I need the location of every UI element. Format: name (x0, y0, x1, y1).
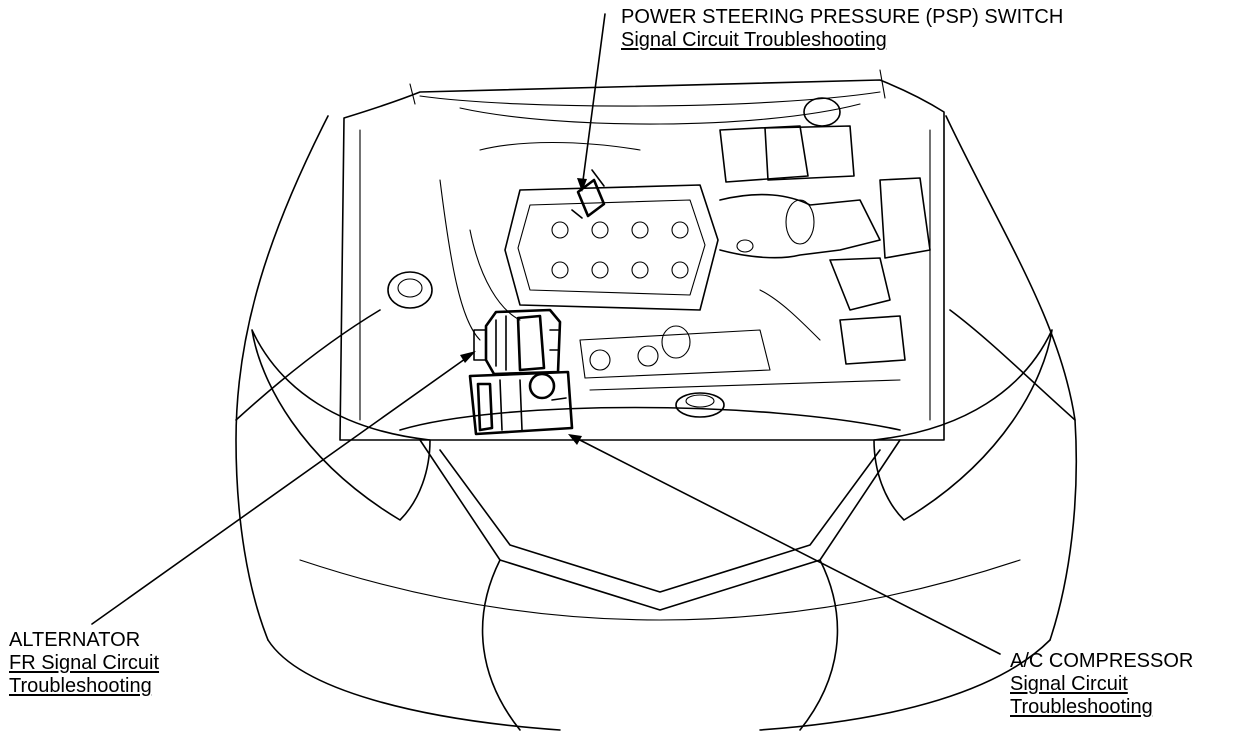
ac-compressor-link-line2[interactable]: Troubleshooting (1010, 696, 1153, 718)
ac-leader-line (571, 435, 1001, 655)
alternator-title: ALTERNATOR (9, 629, 141, 651)
psp-switch (571, 169, 606, 219)
leader-lines (91, 13, 1001, 655)
ac-compressor-callout: A/C COMPRESSOR Signal Circuit Troublesho… (1010, 650, 1193, 719)
alternator-callout: ALTERNATOR FR Signal Circuit Troubleshoo… (9, 629, 159, 698)
ac-compressor-link-line1[interactable]: Signal Circuit (1010, 673, 1128, 695)
alternator-leader-line (91, 353, 473, 625)
alternator-link-line1[interactable]: FR Signal Circuit (9, 652, 160, 674)
alternator-component (473, 308, 562, 376)
psp-arrowhead (577, 178, 587, 192)
alternator-arrowhead (460, 351, 476, 363)
ac-arrowhead (568, 434, 582, 445)
psp-title: POWER STEERING PRESSURE (PSP) SWITCH (621, 6, 1064, 28)
hood-opening (339, 69, 945, 441)
car-body-outline (235, 115, 1078, 731)
ac-compressor-component (468, 370, 574, 436)
psp-leader-line (581, 13, 606, 189)
psp-troubleshooting-link[interactable]: Signal Circuit Troubleshooting (621, 29, 887, 51)
alternator-link-line2[interactable]: Troubleshooting (9, 675, 152, 697)
ac-compressor-title: A/C COMPRESSOR (1010, 650, 1194, 672)
psp-callout: POWER STEERING PRESSURE (PSP) SWITCH Sig… (621, 6, 1063, 52)
engine-block (387, 97, 931, 418)
